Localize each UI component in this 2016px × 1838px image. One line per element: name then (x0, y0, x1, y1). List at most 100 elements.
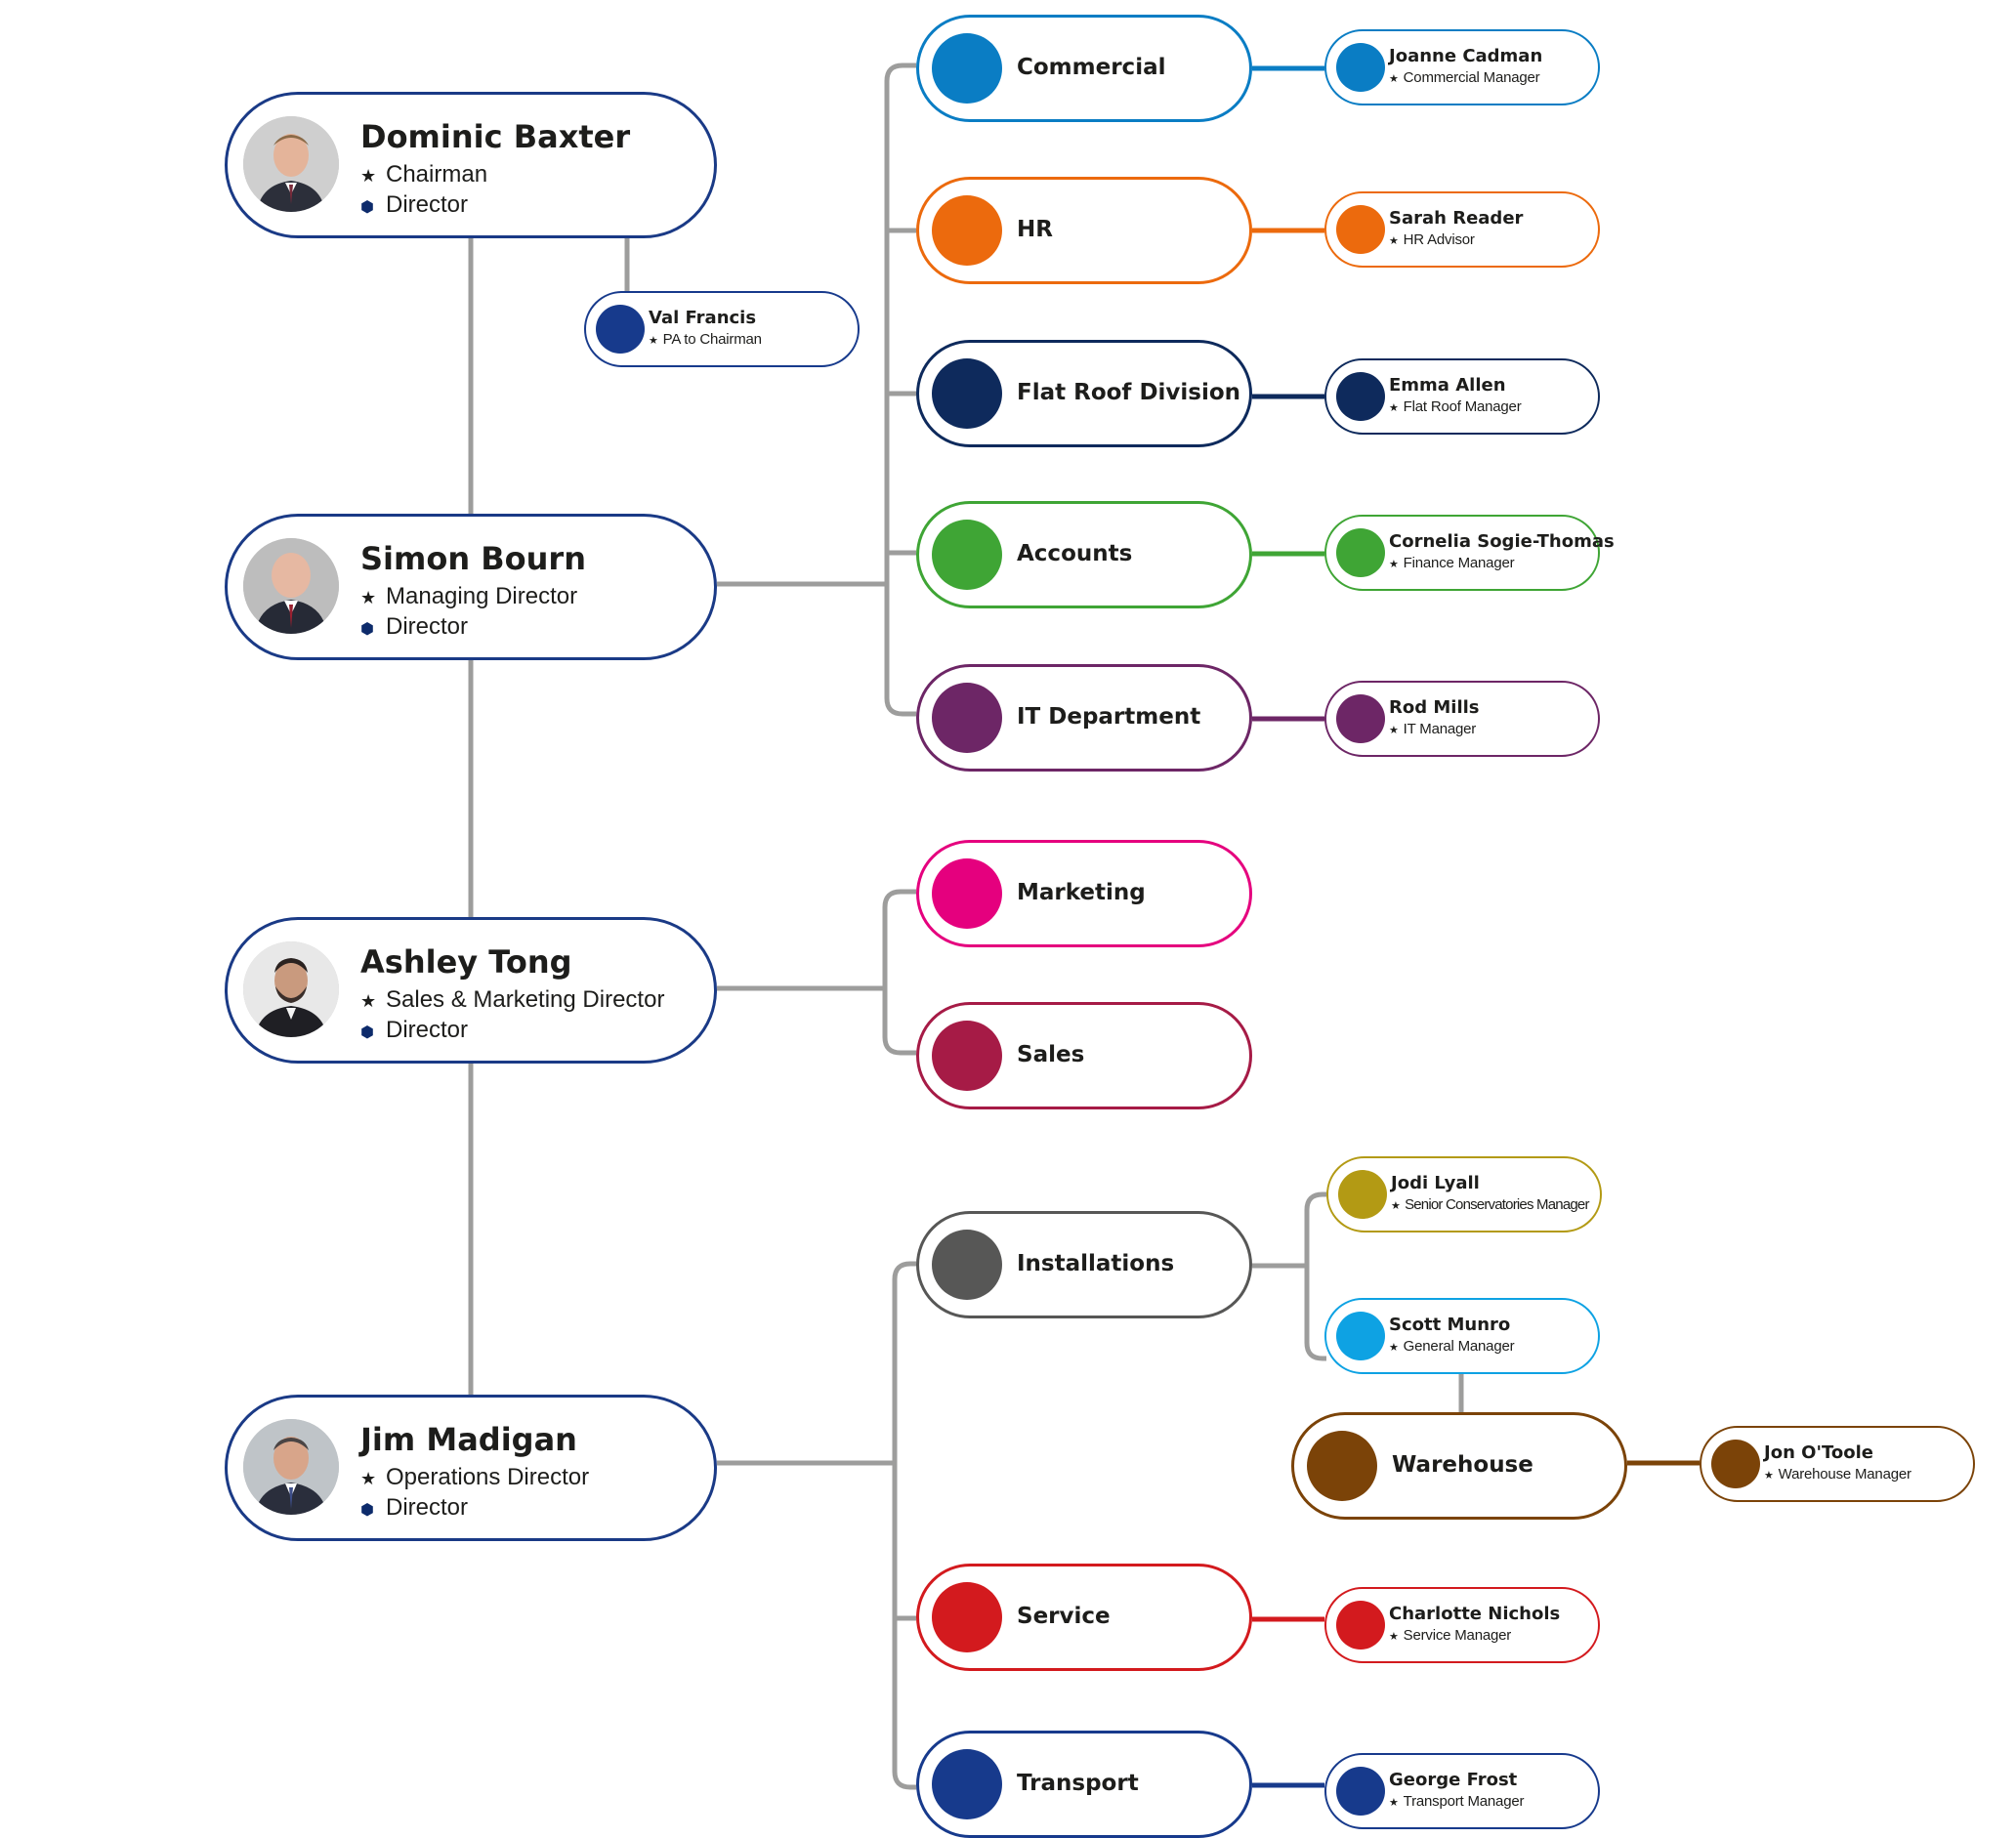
hexagon-icon: ⬢ (360, 199, 374, 216)
department-label: Commercial (1017, 55, 1166, 80)
department-flat-roof-division: Flat Roof Division (916, 340, 1252, 447)
person-card-jon-otoole: Jon O'Toole ★Warehouse Manager (1700, 1426, 1975, 1502)
department-dot (932, 358, 1002, 429)
person-card-emma-allen: Emma Allen ★Flat Roof Manager (1324, 358, 1600, 435)
department-installations: Installations (916, 1211, 1252, 1318)
star-icon: ★ (360, 588, 377, 607)
person-title: ★HR Advisor (1389, 231, 1475, 248)
person-name: Val Francis (649, 308, 757, 328)
hexagon-icon: ⬢ (360, 1502, 374, 1519)
person-dot (1336, 372, 1385, 421)
department-dot (1307, 1431, 1377, 1501)
star-icon: ★ (1389, 402, 1399, 414)
director-card-jim-madigan: Jim Madigan ★Operations Director ⬢Direct… (225, 1395, 717, 1541)
department-dot (932, 1230, 1002, 1300)
director-name: Jim Madigan (360, 1421, 577, 1458)
star-icon: ★ (1389, 1631, 1399, 1643)
department-transport: Transport (916, 1731, 1252, 1838)
person-title: ★General Manager (1389, 1338, 1515, 1355)
department-label: Installations (1017, 1251, 1175, 1276)
avatar (243, 538, 339, 634)
person-card-val-francis: Val Francis ★PA to Chairman (584, 291, 860, 367)
director-role: ★Managing Director (360, 583, 578, 609)
person-name: Emma Allen (1389, 375, 1506, 396)
director-role-secondary: ⬢Director (360, 1017, 469, 1043)
department-dot (932, 1582, 1002, 1652)
avatar (243, 116, 339, 212)
person-title: ★Warehouse Manager (1764, 1466, 1911, 1483)
person-name: Jodi Lyall (1391, 1173, 1480, 1193)
department-service: Service (916, 1564, 1252, 1671)
star-icon: ★ (1389, 1342, 1399, 1354)
department-dot (932, 195, 1002, 266)
department-dot (932, 520, 1002, 590)
person-card-sarah-reader: Sarah Reader ★HR Advisor (1324, 191, 1600, 268)
person-title: ★PA to Chairman (649, 331, 762, 348)
person-title: ★Service Manager (1389, 1627, 1512, 1644)
department-label: Flat Roof Division (1017, 380, 1241, 405)
person-dot (1336, 694, 1385, 743)
person-card-george-frost: George Frost ★Transport Manager (1324, 1753, 1600, 1829)
person-card-jodi-lyall: Jodi Lyall ★Senior Conservatories Manage… (1326, 1156, 1602, 1232)
department-label: Service (1017, 1604, 1111, 1629)
department-dot (932, 858, 1002, 929)
star-icon: ★ (360, 991, 377, 1011)
person-name: Scott Munro (1389, 1315, 1511, 1335)
director-name: Simon Bourn (360, 540, 586, 577)
person-name: Cornelia Sogie-Thomas (1389, 531, 1615, 552)
department-dot (932, 33, 1002, 104)
person-title: ★Transport Manager (1389, 1793, 1525, 1810)
star-icon: ★ (649, 335, 658, 347)
star-icon: ★ (1389, 725, 1399, 736)
avatar (243, 941, 339, 1037)
person-card-rod-mills: Rod Mills ★IT Manager (1324, 681, 1600, 757)
department-label: Marketing (1017, 880, 1146, 905)
department-warehouse: Warehouse (1291, 1412, 1627, 1520)
director-card-dominic-baxter: Dominic Baxter ★Chairman ⬢Director (225, 92, 717, 238)
person-name: Charlotte Nichols (1389, 1604, 1561, 1624)
director-role-secondary: ⬢Director (360, 191, 469, 218)
department-dot (932, 1749, 1002, 1819)
department-label: Accounts (1017, 541, 1133, 566)
department-sales: Sales (916, 1002, 1252, 1109)
person-title: ★Finance Manager (1389, 555, 1515, 571)
person-title: ★Commercial Manager (1389, 69, 1540, 86)
star-icon: ★ (360, 1469, 377, 1488)
person-dot (1336, 205, 1385, 254)
star-icon: ★ (1389, 73, 1399, 85)
department-label: Sales (1017, 1042, 1085, 1067)
star-icon: ★ (1389, 559, 1399, 570)
department-dot (932, 683, 1002, 753)
person-card-charlotte-nichols: Charlotte Nichols ★Service Manager (1324, 1587, 1600, 1663)
star-icon: ★ (1389, 235, 1399, 247)
person-dot (1336, 1767, 1385, 1816)
person-dot (1338, 1170, 1387, 1219)
director-name: Ashley Tong (360, 943, 572, 981)
star-icon: ★ (1391, 1200, 1401, 1212)
department-label: HR (1017, 217, 1053, 242)
department-label: Warehouse (1392, 1452, 1533, 1478)
department-it: IT Department (916, 664, 1252, 772)
connector-top-departments (884, 63, 916, 717)
person-dot (1711, 1440, 1760, 1488)
person-dot (596, 305, 645, 354)
person-name: Rod Mills (1389, 697, 1480, 718)
connector-operations (892, 1261, 916, 1790)
person-name: Sarah Reader (1389, 208, 1524, 229)
person-card-scott-munro: Scott Munro ★General Manager (1324, 1298, 1600, 1374)
person-dot (1336, 43, 1385, 92)
director-role-secondary: ⬢Director (360, 613, 469, 640)
person-card-cornelia-sogie-thomas: Cornelia Sogie-Thomas ★Finance Manager (1324, 515, 1615, 591)
person-name: Jon O'Toole (1764, 1442, 1873, 1463)
person-title: ★Senior Conservatories Manager (1391, 1196, 1589, 1213)
person-dot (1336, 1312, 1385, 1360)
star-icon: ★ (360, 166, 377, 186)
department-accounts: Accounts (916, 501, 1252, 608)
hexagon-icon: ⬢ (360, 621, 374, 638)
star-icon: ★ (1389, 1797, 1399, 1809)
director-card-simon-bourn: Simon Bourn ★Managing Director ⬢Director (225, 514, 717, 660)
department-label: Transport (1017, 1771, 1139, 1796)
director-name: Dominic Baxter (360, 118, 631, 155)
